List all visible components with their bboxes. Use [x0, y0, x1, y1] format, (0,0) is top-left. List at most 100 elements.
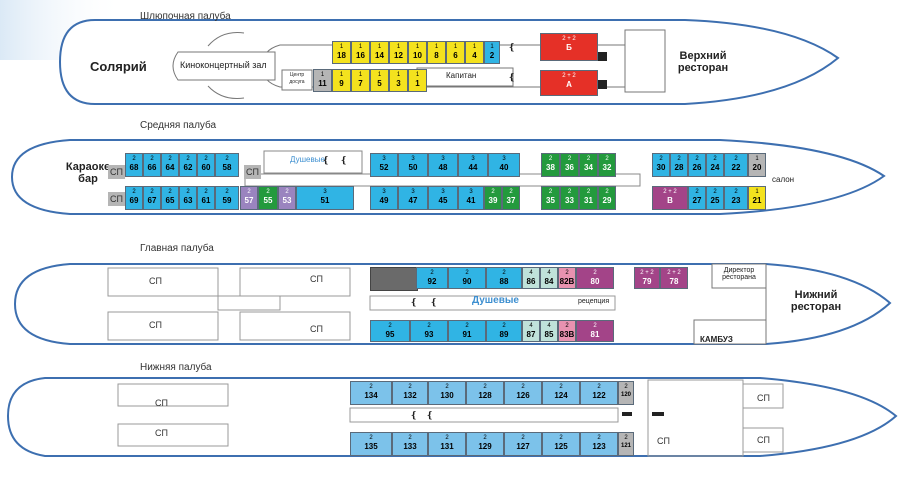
- area-upper-restaurant: Верхний ресторан: [677, 50, 729, 74]
- person-icon: ❴: [508, 72, 516, 82]
- service-room: СП: [155, 398, 168, 408]
- area-leisure-center: Центр досуга: [289, 72, 305, 85]
